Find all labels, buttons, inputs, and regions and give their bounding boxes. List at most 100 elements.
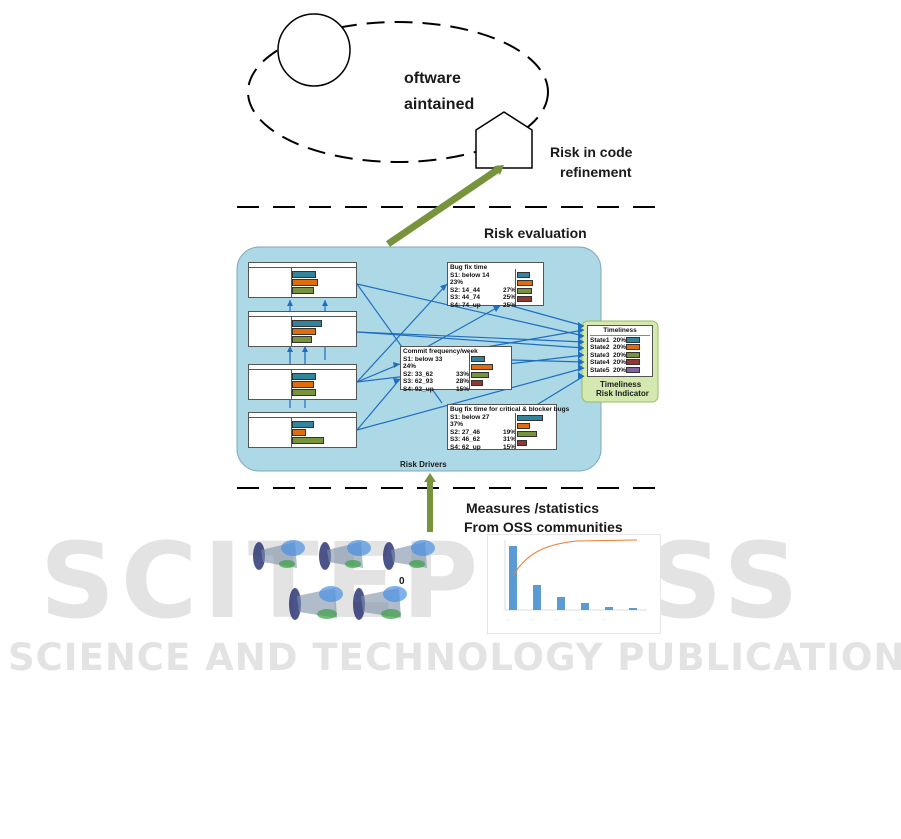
row-label: S3: 62_93 [403,378,433,385]
timeliness-title: Timeliness [590,327,650,336]
table-row: 24% [403,363,509,371]
svg-text:—: — [531,617,534,621]
row-pct: 28% [455,378,469,385]
node-header [249,312,356,317]
scatter-5 [353,586,407,620]
green-arrow-up [386,165,502,247]
driver-node-4[interactable] [248,412,357,448]
table-row: S1: below 33 [403,356,509,364]
svg-text:—: — [507,617,510,621]
row-label: S4: 62_up [450,443,481,451]
row-pct: 20% [612,351,626,359]
table-row: S1: below 14 [450,272,541,280]
house-shape [475,111,533,169]
row-label: S3: 46_62 [450,436,480,443]
row-pct: 20% [612,336,626,344]
row-pct: 15% [455,385,469,393]
row-label: State1 [590,336,610,344]
bar-orange [471,364,493,370]
commit-frequency-table[interactable]: Commit frequency/week S1: below 33 24% S… [400,346,512,393]
row-label: S1: below 14 [450,271,490,279]
row-pct: 15% [502,443,516,451]
scatter-4 [289,586,343,620]
node-bar-green [292,437,324,444]
node-bar-teal [292,421,314,428]
node-divider [291,267,292,297]
svg-text:—: — [555,617,558,621]
row-label: S4: 74_up [450,301,481,309]
commit-title: Commit frequency/week [403,348,478,355]
row-pct: 31% [502,436,516,443]
table-row: S3: 62_93 28% [403,378,469,386]
table-row: S3: 44_74 25% [450,294,516,302]
driver-node-2[interactable] [248,311,357,347]
measures-label-2: From OSS communities [464,519,623,535]
bar-green [471,372,489,378]
row-label: S2: 14_44 [450,286,480,294]
bar-red [517,296,532,302]
bar-orange [517,423,530,429]
svg-text:—: — [579,617,582,621]
table-row: 37% [450,421,554,429]
critical-title: Bug fix time for critical & blocker bugs [450,406,570,413]
bar-green [517,288,532,294]
row-label: State3 [590,351,610,359]
node-bar-orange [292,429,306,436]
bug-fix-table[interactable]: Bug fix time S1: below 14 23% S2: 14_44 2… [447,262,544,309]
bug-fix-title: Bug fix time [450,264,488,271]
bar-red [471,380,483,386]
node-header [249,365,356,370]
node-bar-green [292,287,314,294]
risk-code-label-2: refinement [560,164,632,180]
maintained-label: aintained [404,96,475,113]
node-bar-teal [292,373,316,380]
critical-bug-table[interactable]: Bug fix time for critical & blocker bugs… [447,404,570,451]
node-header [249,413,356,418]
table-row: 23% [450,279,541,287]
row-label: S2: 27_46 [450,428,480,436]
table-divider [515,269,516,305]
node-bar-teal [292,271,316,278]
software-ellipse [247,21,549,163]
row-label: State5 [590,366,610,374]
row-pct: 25% [502,294,516,301]
bar-orange [626,344,640,350]
row-label: S1: below 33 [403,355,443,363]
watermark-scitepress: SCITEPRESS [40,520,805,642]
green-arrow-bottom [427,480,433,532]
green-arrowhead-bottom [424,473,436,482]
node-header [249,263,356,268]
risk-code-label-1: Risk in code [550,144,633,160]
node-divider [291,369,292,399]
bar-orange [517,280,533,286]
table-row: S1: below 27 [450,414,554,422]
svg-text:—: — [603,617,606,621]
scatter-3 [383,540,435,570]
bar-teal [626,337,640,343]
driver-node-1[interactable] [248,262,357,298]
row-label: 37% [450,421,464,428]
row-label: S1: below 27 [450,413,490,421]
small-circle [277,13,351,87]
row-label: S3: 44_74 [450,294,480,301]
node-bar-orange [292,328,316,335]
row-label: S4: 92_up [403,385,434,393]
node-divider [291,316,292,346]
driver-node-3[interactable] [248,364,357,400]
bar-green [517,431,537,437]
measures-label-1: Measures /statistics [466,500,600,516]
row-label: 24% [403,363,417,370]
node-bar-orange [292,279,318,286]
row-pct: 19% [502,428,516,436]
bar-teal [517,272,530,278]
scatter-thumbnails [253,540,435,620]
row-label: 23% [450,279,464,286]
